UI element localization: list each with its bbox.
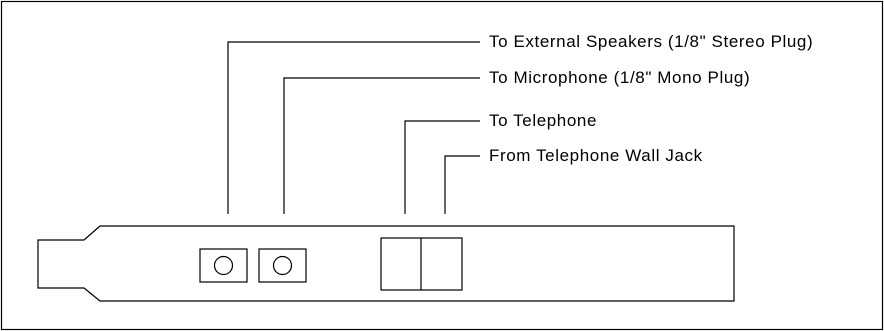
- leader-line-telephone: [404, 120, 480, 214]
- speaker-jack: [199, 248, 248, 283]
- callout-microphone: To Microphone (1/8" Mono Plug): [489, 68, 751, 87]
- callout-wall-jack: From Telephone Wall Jack: [489, 146, 703, 165]
- microphone-jack: [258, 248, 307, 283]
- callout-speakers: To External Speakers (1/8" Stereo Plug): [489, 32, 814, 51]
- callout-telephone: To Telephone: [489, 111, 598, 130]
- card-bracket-outline: [37, 225, 735, 302]
- leader-line-microphone: [283, 77, 480, 214]
- leader-line-speakers: [227, 41, 480, 214]
- speaker-jack-socket: [213, 255, 234, 276]
- leader-line-wall-jack: [444, 155, 480, 214]
- microphone-jack-socket: [272, 255, 293, 276]
